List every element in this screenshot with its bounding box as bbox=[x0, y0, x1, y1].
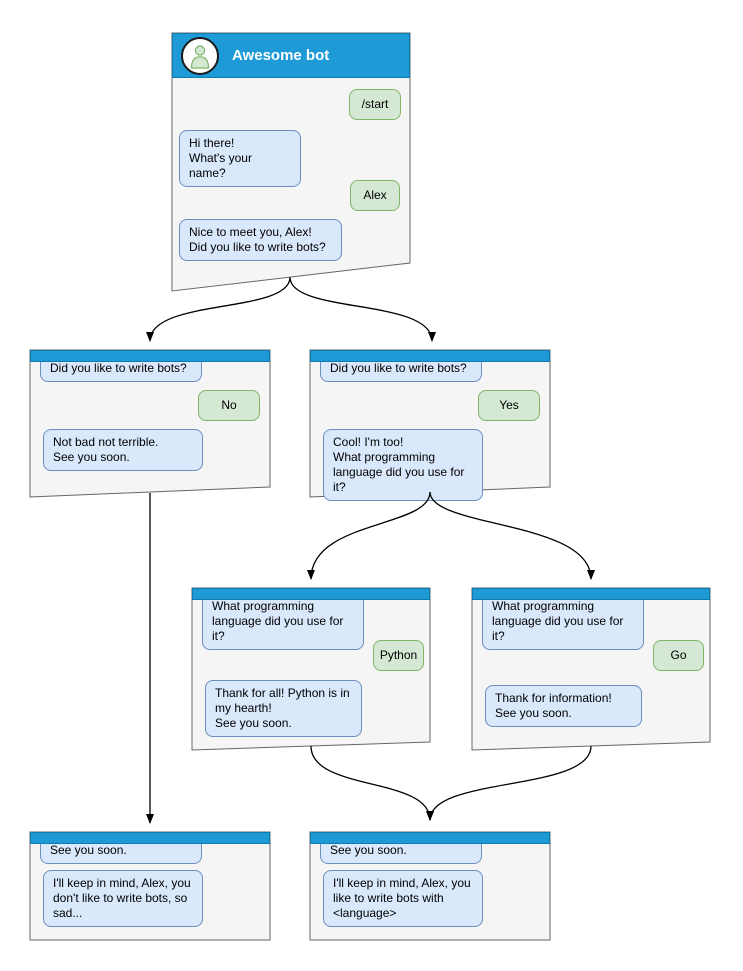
bot-bubble: What programming language did you use fo… bbox=[202, 593, 364, 650]
chat-header-strip bbox=[472, 588, 710, 600]
bot-bubble: I'll keep in mind, Alex, you don't like … bbox=[43, 870, 203, 927]
person-icon bbox=[190, 44, 210, 69]
connector-go-to-final bbox=[426, 745, 592, 821]
connector-python-to-final bbox=[310, 745, 434, 821]
chat-header-strip bbox=[30, 832, 270, 844]
chat-header-strip bbox=[30, 350, 270, 362]
connector-yes-to-go bbox=[429, 491, 595, 580]
connector-yes-to-python bbox=[307, 491, 431, 580]
chat-window-final-no: See you soon. I'll keep in mind, Alex, y… bbox=[30, 832, 270, 940]
bot-bubble: Thank for information! See you soon. bbox=[485, 685, 642, 727]
chat-window-final-language: See you soon. I'll keep in mind, Alex, y… bbox=[310, 832, 550, 940]
chat-header-strip bbox=[192, 588, 430, 600]
bot-bubble: I'll keep in mind, Alex, you like to wri… bbox=[323, 870, 483, 927]
user-bubble: Alex bbox=[350, 180, 400, 211]
user-bubble: Go bbox=[653, 640, 704, 671]
user-bubble: /start bbox=[349, 89, 401, 120]
chat-window-go: What programming language did you use fo… bbox=[472, 588, 710, 750]
chat-window-yes: Did you like to write bots? Yes Cool! I'… bbox=[310, 350, 550, 501]
chat-window-python: What programming language did you use fo… bbox=[192, 588, 430, 750]
user-bubble: Python bbox=[373, 640, 424, 671]
bot-bubble: Not bad not terrible. See you soon. bbox=[43, 429, 203, 471]
chat-window-no: Did you like to write bots? No Not bad n… bbox=[30, 350, 270, 497]
chat-window-root: Awesome bot /start Hi there! What's your… bbox=[172, 33, 410, 291]
user-bubble: Yes bbox=[478, 390, 540, 421]
bot-bubble: Cool! I'm too! What programming language… bbox=[323, 429, 483, 501]
chat-header-strip bbox=[310, 832, 550, 844]
bot-bubble: Thank for all! Python is in my hearth! S… bbox=[205, 680, 362, 737]
bot-title: Awesome bot bbox=[232, 47, 330, 64]
bot-avatar bbox=[181, 36, 219, 75]
bot-bubble: Hi there! What's your name? bbox=[179, 130, 301, 187]
chat-header-root: Awesome bot bbox=[172, 33, 410, 78]
bot-bubble: What programming language did you use fo… bbox=[482, 593, 644, 650]
user-bubble: No bbox=[198, 390, 260, 421]
bot-bubble: Nice to meet you, Alex! Did you like to … bbox=[179, 219, 342, 261]
chat-header-strip bbox=[310, 350, 550, 362]
